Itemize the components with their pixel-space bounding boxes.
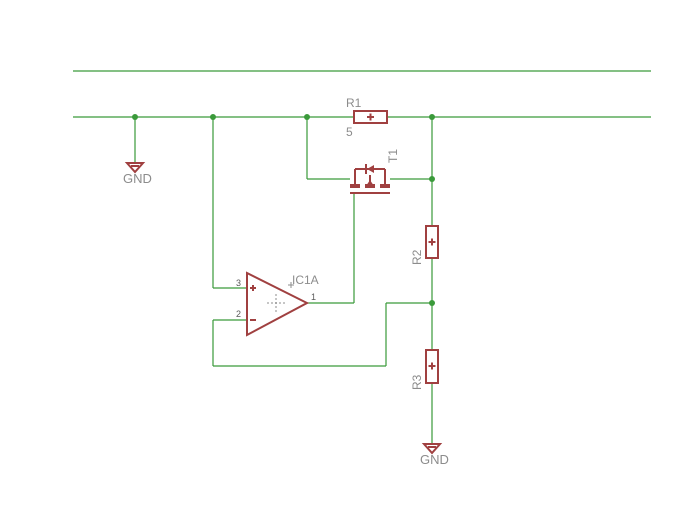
r2-resistor: R2 — [410, 225, 439, 265]
t1-arrow-icon — [366, 180, 374, 186]
gnd-bottom-label: GND — [420, 452, 449, 467]
r1-resistor: R1 5 — [346, 96, 388, 139]
junctions — [132, 114, 435, 306]
opamp-triangle — [246, 271, 310, 337]
ground-icon — [124, 162, 146, 174]
r2-name: R2 — [410, 249, 424, 265]
r3-body — [425, 349, 439, 384]
t1-name: T1 — [386, 149, 400, 163]
r2-body — [425, 225, 439, 259]
pin-inv-number: 2 — [236, 309, 241, 319]
r3-name: R3 — [410, 374, 424, 390]
wires — [73, 70, 651, 444]
r1-body — [353, 110, 388, 124]
junction-dot — [429, 300, 435, 306]
t1-channel-seg — [350, 184, 360, 188]
junction-dot — [429, 114, 435, 120]
gnd-left-symbol: GND — [123, 162, 152, 186]
t1-diode-icon — [367, 165, 374, 173]
r1-value: 5 — [346, 125, 353, 139]
junction-dot — [304, 114, 310, 120]
junction-dot — [429, 176, 435, 182]
pin-noninv-number: 3 — [236, 278, 241, 288]
r1-name: R1 — [346, 96, 362, 110]
t1-channel-seg — [380, 184, 390, 188]
t1-mosfet: T1 — [350, 149, 400, 194]
junction-dot — [132, 114, 138, 120]
gnd-left-label: GND — [123, 171, 152, 186]
r3-resistor: R3 — [410, 349, 439, 390]
gnd-bottom-symbol: GND — [420, 443, 449, 467]
pin-out-number: 1 — [311, 292, 316, 302]
opamp-name: IC1A — [292, 273, 319, 287]
ic1a-opamp: IC1A 3 2 1 — [236, 271, 319, 337]
junction-dot — [210, 114, 216, 120]
ground-icon — [421, 443, 443, 455]
